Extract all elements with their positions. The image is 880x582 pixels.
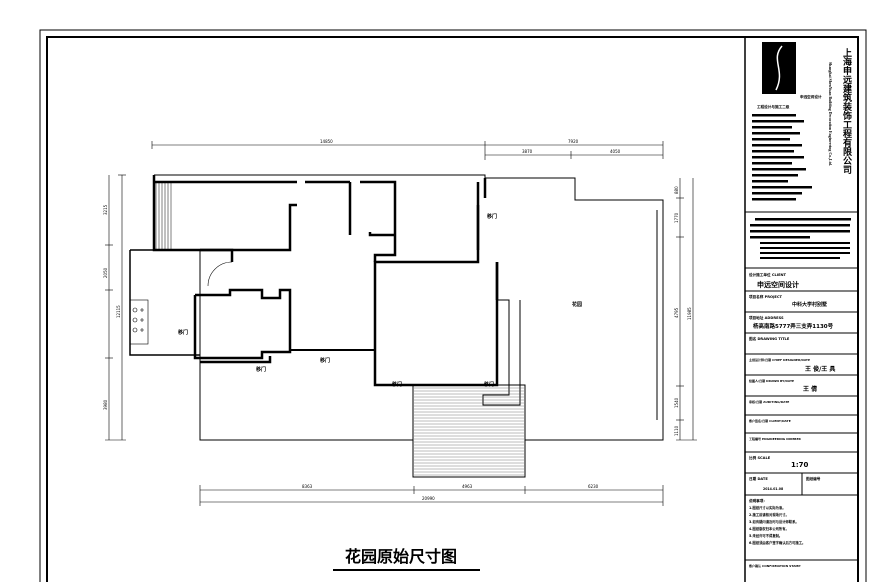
designer-label: 设计施工单位 CLIENT xyxy=(749,272,787,277)
project-label: 项目名称 PROJECT xyxy=(749,294,783,299)
wall-label: 移门 xyxy=(178,329,188,336)
date: 2014.01.08 xyxy=(763,487,784,491)
note: 3.如有疑问请及时与设计师联系。 xyxy=(749,519,799,524)
project-name: 中科大学村别墅 xyxy=(792,301,827,308)
dim-right-seg3: 4795 xyxy=(674,307,679,318)
title-block: 上海申远建筑装饰工程有限公司 Shanghai ShenYuan Buildin… xyxy=(745,42,858,568)
dim-right-total: 11985 xyxy=(687,307,692,320)
designer: 申远空间设计 xyxy=(757,280,799,289)
wall-label: 移门 xyxy=(320,357,330,364)
dim-left-seg2: 2050 xyxy=(103,267,108,278)
outer-frame xyxy=(39,29,867,582)
hatch-north xyxy=(155,183,172,249)
inner-frame xyxy=(46,36,859,582)
dim-bottom-seg2: 4963 xyxy=(462,484,473,489)
dim-top-seg2: 4050 xyxy=(610,149,621,154)
walls xyxy=(129,174,664,441)
scale-label: 比例 SCALE xyxy=(749,455,771,460)
dim-bottom-seg3: 6230 xyxy=(588,484,599,489)
address-label: 项目地址 ADDRESS xyxy=(749,315,784,320)
dim-right-seg4: 1540 xyxy=(674,397,679,408)
deck-steps xyxy=(412,384,526,478)
qualification: 工程设计与施工二级 xyxy=(757,104,790,109)
note: 5.未经许可不得复制。 xyxy=(749,533,782,538)
company-name: 上海申远建筑装饰工程有限公司 xyxy=(841,47,853,175)
date-label: 日期 DATE xyxy=(749,476,768,481)
client-label: 客户签名/日期 CLIENT/DATE xyxy=(748,418,791,423)
room-label-garden: 花园 xyxy=(572,301,582,308)
company-contact-lines xyxy=(752,114,812,201)
dim-left-seg1: 3215 xyxy=(103,204,108,215)
dim-right-seg1: 880 xyxy=(674,186,679,194)
equipment-icons xyxy=(129,299,149,345)
audit-label: 审核/日期 AUDITING/DATE xyxy=(749,399,789,404)
deck-hatch xyxy=(414,387,524,476)
dimension-lines xyxy=(105,141,697,506)
note: 2.施工前请核对现场尺寸。 xyxy=(749,512,789,517)
drawn-label: 绘图人/日期 DRAWN BY/DATE xyxy=(749,378,794,383)
chief-label: 主创设计师/日期 CHIEF DESIGNER/DATE xyxy=(749,357,810,362)
dim-left-total: 12115 xyxy=(116,305,121,318)
note: 6.图纸须由客户签字确认后方可施工。 xyxy=(749,540,805,545)
dim-left-seg3: 3980 xyxy=(103,399,108,410)
note: 1.图纸尺寸以实际为准。 xyxy=(749,505,786,510)
job-number-label: 工程编号 ENGINEERING NUMBER xyxy=(749,436,802,441)
drawing-title-label: 图名 DRAWING TITLE xyxy=(749,336,790,341)
dim-bottom-total: 20990 xyxy=(422,496,435,501)
drawing-title: 花园原始尺寸图 xyxy=(345,547,457,566)
sheet-number-label: 图纸编号 xyxy=(806,476,821,481)
dim-right-seg5: 1110 xyxy=(674,425,679,436)
chief-designer: 王 俊/王 具 xyxy=(805,365,835,373)
confirmation-label: 客户确认 CONFIRMATION STAMP xyxy=(748,563,801,568)
disclaimer-text xyxy=(750,218,851,259)
wall-label: 移门 xyxy=(392,381,402,388)
scale: 1:70 xyxy=(791,461,809,469)
wall-label: 移门 xyxy=(484,381,494,388)
dim-top-total-left: 14850 xyxy=(320,139,333,144)
company-name-english: Shanghai ShenYuan Building Decoration En… xyxy=(828,62,832,166)
dim-bottom-seg1: 8363 xyxy=(302,484,313,489)
address: 杨高南路5777弄三支弄1130号 xyxy=(753,322,834,330)
note: 4.图纸版权归本公司所有。 xyxy=(749,526,789,531)
notes-label: 说明事项: xyxy=(749,498,765,503)
wall-label: 移门 xyxy=(256,366,266,373)
drawn-by: 王 倩 xyxy=(803,385,817,393)
dim-top-total-right: 7920 xyxy=(568,139,579,144)
wall-label: 移门 xyxy=(487,213,497,220)
dim-top-seg1: 3870 xyxy=(522,149,533,154)
brand: 申远空间设计 xyxy=(800,94,822,99)
dim-right-seg2: 1770 xyxy=(674,212,679,223)
